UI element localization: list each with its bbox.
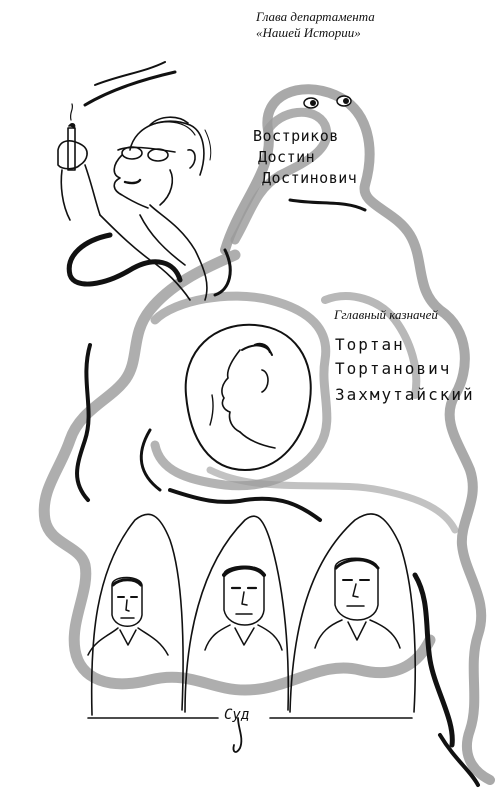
judge-right bbox=[314, 557, 401, 649]
department-head-title-line2: «Нашей Истории» bbox=[256, 25, 361, 40]
smoke-cloud bbox=[38, 84, 495, 785]
treasurer-title: Гглавный казначей bbox=[334, 307, 438, 322]
court-judges bbox=[87, 513, 417, 753]
judge-arch-center bbox=[184, 515, 290, 713]
treasurer-name-line2: Тортанович bbox=[335, 359, 452, 378]
department-head-name-line2: Достин bbox=[258, 148, 316, 166]
judge-arch-left bbox=[90, 513, 184, 716]
judge-arch-right bbox=[289, 513, 417, 713]
court-label: Суд bbox=[224, 707, 250, 723]
cloud-eyes bbox=[303, 95, 352, 109]
treasurer-name-line3: Захмутайский bbox=[335, 385, 475, 404]
treasurer-name-line1: Тортан bbox=[335, 335, 405, 354]
department-head-name-line3: Достинович bbox=[262, 169, 358, 187]
treasurer-portrait bbox=[184, 323, 312, 471]
department-head-name-line1: Востриков bbox=[253, 127, 339, 145]
judge-center bbox=[204, 565, 283, 651]
ink-smoke bbox=[66, 61, 480, 787]
judge-left bbox=[87, 576, 169, 656]
department-head-title-line1: Глава департамента bbox=[256, 9, 375, 24]
department-head-figure bbox=[57, 103, 212, 301]
